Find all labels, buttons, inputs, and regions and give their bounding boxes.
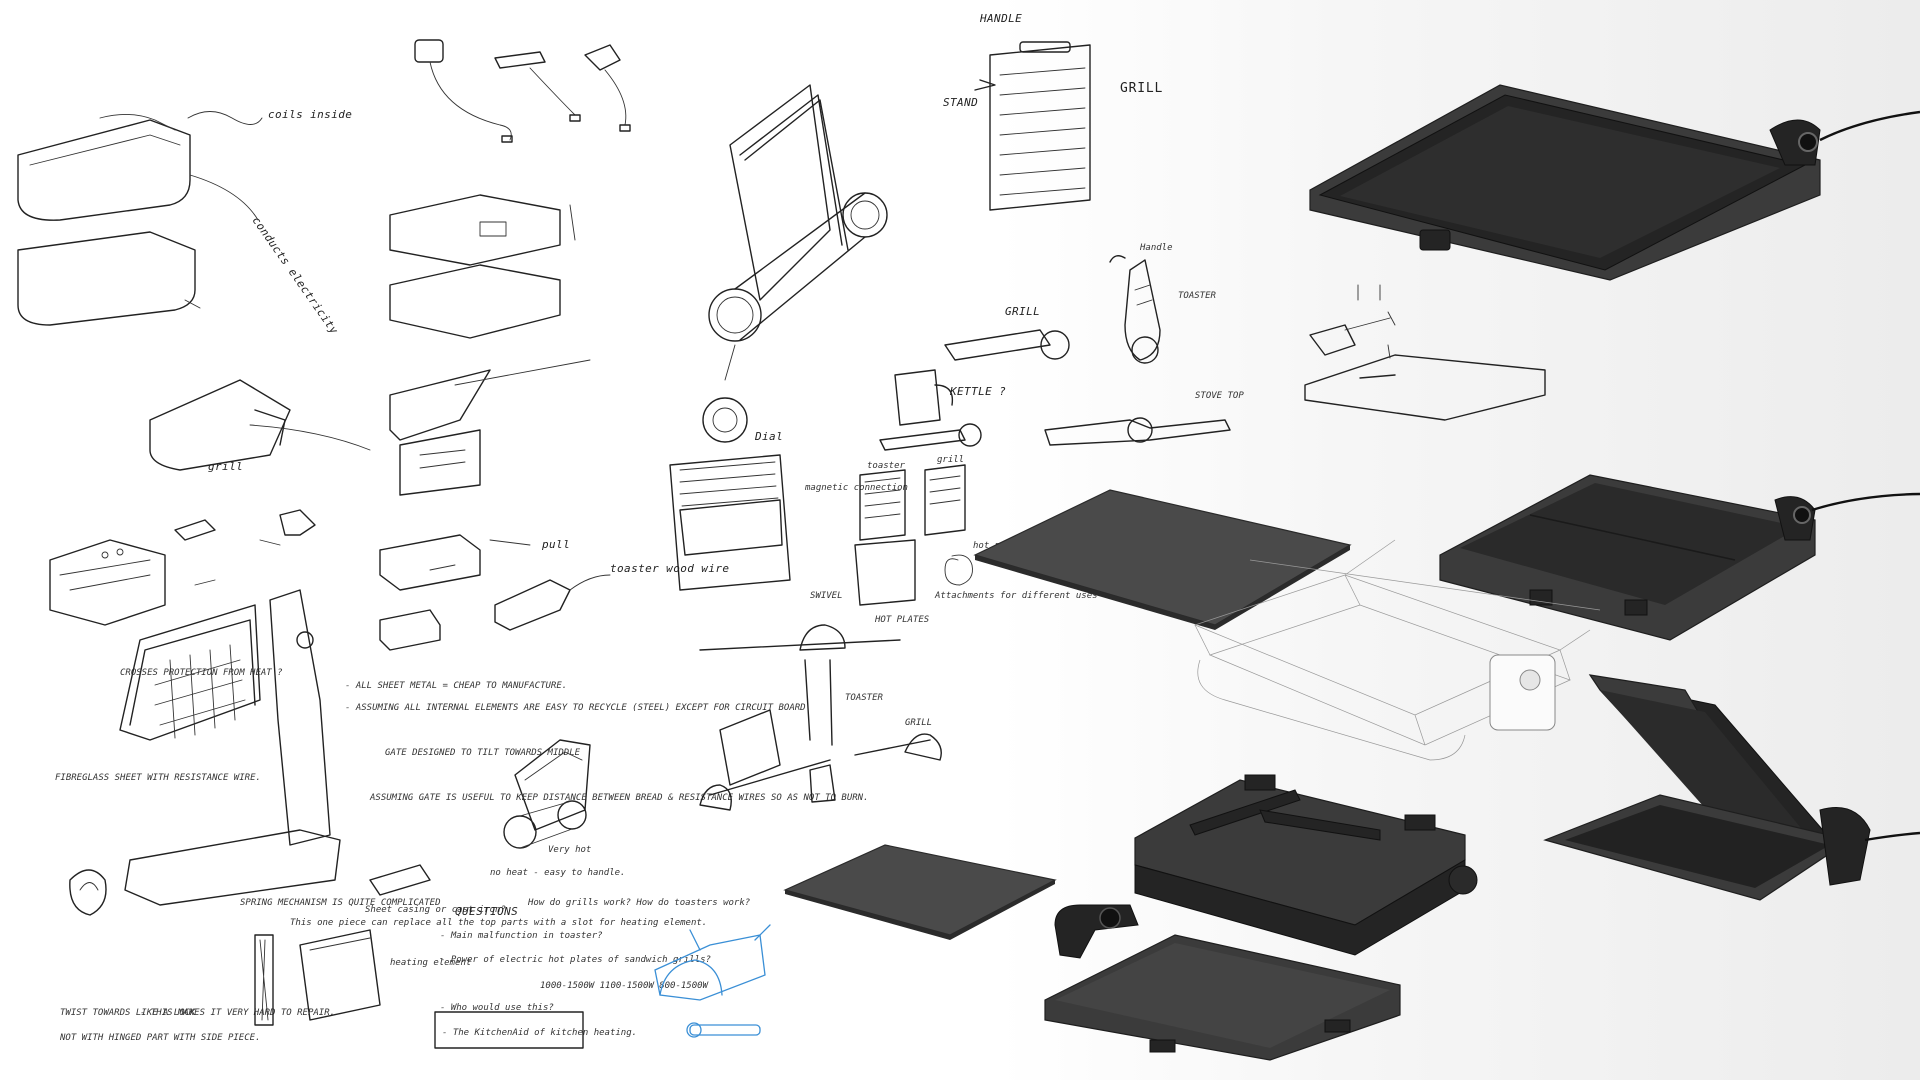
label-not-hinged: NOT WITH HINGED PART WITH SIDE PIECE. [59,1033,260,1043]
sketch-magnetic-panel [669,454,791,591]
label-sheet-metal: - ALL SHEET METAL = CHEAP TO MANUFACTURE… [345,681,567,691]
label-attachments: Attachments for different uses [934,591,1098,601]
label-grill-mid: GRILL [1005,305,1040,318]
watts-note: 1000-1500W 1100-1500W 800-1500W [540,981,710,991]
render-grill-plate-top [1309,84,1920,281]
label-very-hot: Very hot [548,845,591,855]
sketch-swivel-assembly [699,624,942,811]
render-hinge-clip [1054,904,1139,959]
kitchen-aid-note: - The KitchenAid of kitchen heating. [442,1028,637,1038]
label-swivel: SWIVEL [810,591,843,601]
label-no-heat: no heat - easy to handle. [490,868,625,878]
render-hot-plate-flat [973,489,1352,630]
label-hot-plates: HOT PLATES [874,615,930,625]
label-toaster-lower: TOASTER [845,693,884,703]
sketch-stacked-plates [389,194,576,339]
label-stove-top: STOVE TOP [1195,391,1244,401]
label-assuming-internal: - ASSUMING ALL INTERNAL ELEMENTS ARE EAS… [345,703,806,713]
label-makes-hard: - THIS MAKES IT VERY HARD TO REPAIR. [140,1008,335,1018]
question-side: How do grills work? How do toasters work… [527,898,750,908]
label-this-one-piece: This one piece can replace all the top p… [290,918,707,928]
sketch-open-toaster [69,589,341,916]
label-toaster-mid: TOASTER [1178,291,1217,301]
label-sheet-casing: Sheet casing or cast iron? [365,905,506,915]
sketch-grill-box [149,359,591,496]
label-grill-tiny: grill [937,455,964,465]
render-plate-loose [783,844,1057,940]
questions-block: QUESTIONS - Main malfunction in toaster?… [434,898,750,1049]
label-spring: SPRING MECHANISM IS QUITE COMPLICATED [240,898,440,908]
sketch-grill-toaster-options [879,255,1161,451]
sketch-pull-tray [379,534,611,651]
label-toaster-small: toaster [867,461,906,471]
sketch-attachments [854,464,973,606]
label-hot-pan: hot pan [973,541,1011,551]
label-toaster-wood: toaster wood wire [610,562,729,575]
sketch-plugs [414,39,631,143]
label-pull: pull [541,538,570,551]
question-1: - Main malfunction in toaster? [440,931,603,941]
label-grill-panel: GRILL [1120,81,1163,96]
render-bottom-plate [1044,934,1401,1061]
render-cutting-board-sketch [1304,284,1546,421]
label-kettle: KETTLE ? [949,385,1006,398]
render-wireframe-toaster [1193,539,1601,761]
label-twist: TWIST TOWARDS LIKE A LOCK [60,1008,196,1018]
render-open-grill [1543,674,1920,901]
label-coils-inside: coils inside [268,108,352,121]
sketch-handle-grill [974,41,1091,211]
render-exploded-grill [1134,774,1478,956]
label-grill-small: grill [208,460,243,473]
label-handle: HANDLE [979,12,1022,25]
label-magnetic-connection: magnetic connection [804,483,908,493]
question-3: - Who would use this? [440,1003,554,1013]
sketch-stove-top [1044,417,1231,446]
question-2: - Power of electric hot plates of sandwi… [440,955,711,965]
label-grill-lower: GRILL [905,718,932,728]
label-stand: STAND [943,96,978,109]
kitchen-aid-box [434,1011,584,1049]
sketch-rotating-toaster [702,84,888,443]
label-dial: Dial [754,430,783,443]
sketch-gate-toaster [254,739,591,1026]
label-assuming-gate: ASSUMING GATE IS USEFUL TO KEEP DISTANCE… [369,793,869,803]
label-heating: heating element [390,958,471,968]
sketch-oven [49,509,316,626]
label-gate-designed: GATE DESIGNED TO TILT TOWARDS MIDDLE [385,748,581,758]
sketch-blue-detail [654,924,771,1038]
label-fibreglass: FIBREGLASS SHEET WITH RESISTANCE WIRE. [55,773,261,783]
render-folded-unit [1439,474,1920,641]
label-conducts-electricity: conducts electricity [250,214,341,337]
questions-title: QUESTIONS [455,905,518,918]
label-handle-small: Handle [1139,243,1173,253]
label-crosses-protection: CROSSES PROTECTION FROM HEAT ? [120,668,283,678]
sketch-heating-plates [17,111,263,326]
